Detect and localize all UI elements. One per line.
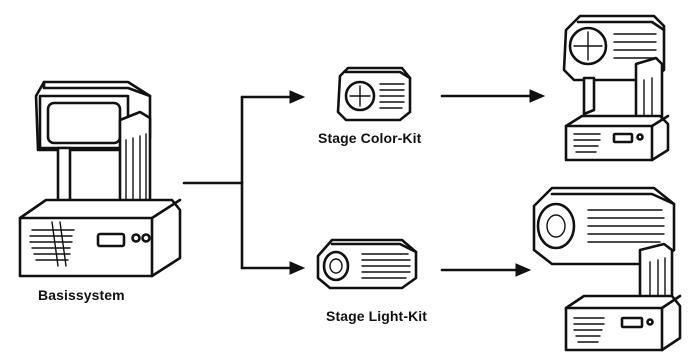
color-fixture-result-icon xyxy=(562,14,670,162)
light-fixture-result-icon xyxy=(532,186,682,352)
arrow-color-kit-to-result xyxy=(440,89,546,103)
arrow-light-kit-to-result xyxy=(440,263,532,277)
base-system-label: Basissystem xyxy=(38,287,125,303)
color-kit-label: Stage Color-Kit xyxy=(318,130,422,146)
branch-connector xyxy=(182,90,306,275)
light-kit-label: Stage Light-Kit xyxy=(326,308,428,324)
light-kit-head-icon xyxy=(316,238,418,290)
color-kit-head-icon xyxy=(336,66,412,122)
base-system-fixture-icon xyxy=(18,80,182,278)
